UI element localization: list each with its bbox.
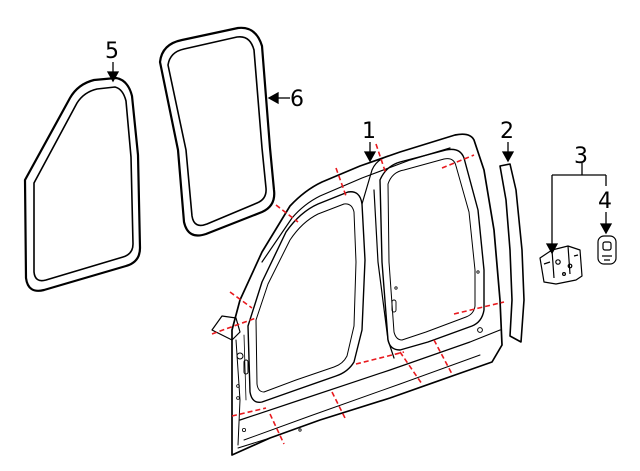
cut-line-lower-front: [231, 407, 267, 417]
callout-labels: 5 6 1 2 3 4: [105, 39, 612, 214]
leader-lines: [106, 62, 613, 255]
part-5-front-door-weatherstrip: [23, 76, 142, 292]
cut-line-roof-front: [335, 167, 347, 197]
callout-4: 4: [598, 189, 612, 214]
part-1-side-aperture: [211, 133, 503, 456]
part-4-clip: [597, 235, 617, 265]
cut-line-a-pillar-mid: [229, 291, 253, 309]
callout-6: 6: [290, 87, 304, 112]
cut-line-roof-b-pillar: [375, 143, 387, 175]
cut-line-b-pillar-lower: [355, 351, 405, 365]
part-6-rear-door-weatherstrip: [158, 26, 276, 237]
cut-line-rear-pillar: [453, 301, 505, 315]
part-2-seal-strip: [499, 163, 525, 343]
part-3-bracket: [539, 245, 583, 285]
cut-line-rocker-rear: [433, 339, 453, 375]
callout-2: 2: [500, 119, 514, 144]
cut-line-roof-rear: [441, 154, 475, 169]
cut-line-rocker-front: [269, 413, 285, 445]
cut-line-rocker-mid: [331, 391, 347, 421]
section-cut-lines: [211, 143, 505, 445]
callout-1: 1: [362, 119, 376, 144]
cut-line-a-pillar-upper: [275, 204, 299, 223]
cut-line-rocker-b: [399, 351, 423, 385]
callout-3: 3: [574, 144, 588, 169]
callout-5: 5: [105, 39, 119, 64]
